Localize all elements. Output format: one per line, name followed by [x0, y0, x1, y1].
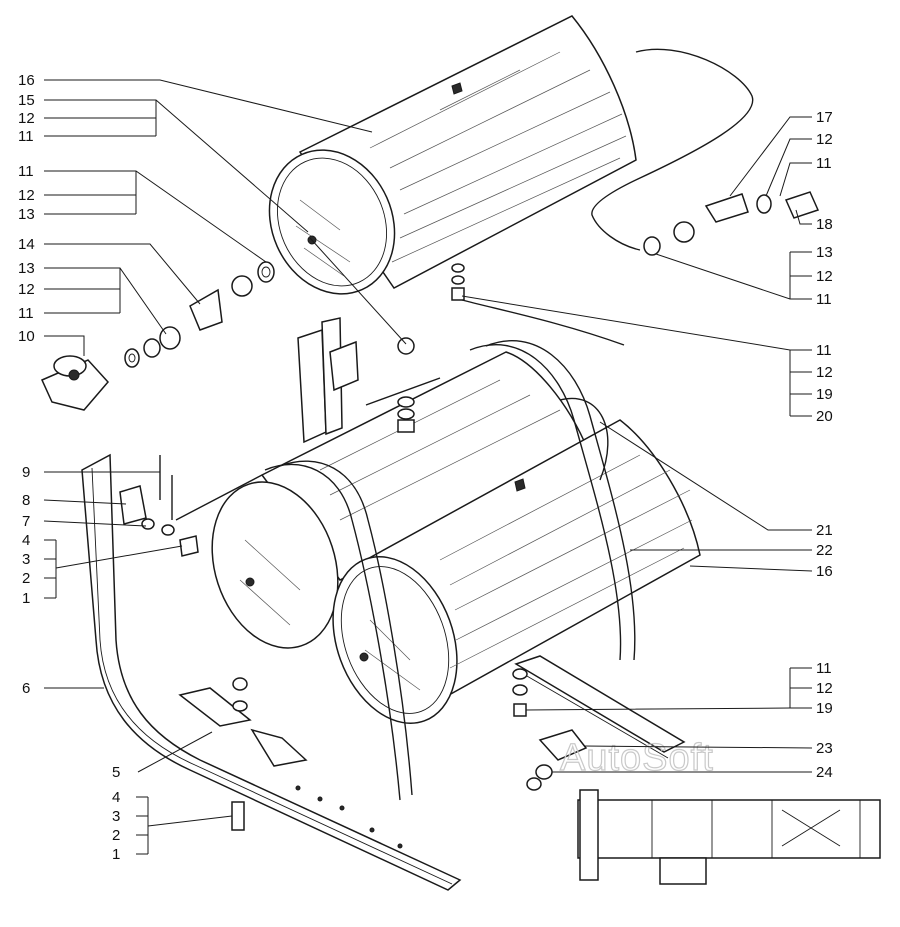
- callout-7: 7: [22, 513, 30, 530]
- small-fittings: [41, 191, 820, 831]
- callout-20: 20: [816, 408, 833, 425]
- leader-lines: [43, 79, 813, 855]
- callout-12-right: 12: [816, 268, 833, 285]
- callout-8: 8: [22, 492, 30, 509]
- callout-21: 21: [816, 522, 833, 539]
- callout-12-second: 12: [18, 187, 35, 204]
- callout-11-right-mid: 11: [816, 342, 832, 359]
- callout-11-second: 11: [18, 163, 34, 180]
- callout-11-bottom-right: 11: [816, 660, 832, 677]
- callout-10: 10: [18, 328, 35, 345]
- callout-12-bottom-right: 12: [816, 680, 833, 697]
- callout-12-third: 12: [18, 281, 35, 298]
- callout-12-right-mid: 12: [816, 364, 833, 381]
- callout-4-bottom: 4: [112, 789, 120, 806]
- watermark: AutoSoft: [560, 737, 714, 779]
- callout-11-right-top: 11: [816, 155, 832, 172]
- callout-18: 18: [816, 216, 833, 233]
- lower-front-air-tank: [332, 419, 701, 724]
- upper-air-tank: [268, 15, 754, 295]
- callout-13-second: 13: [18, 206, 35, 223]
- callout-3-bottom: 3: [112, 808, 120, 825]
- callout-17: 17: [816, 109, 833, 126]
- cross-member: [514, 655, 686, 759]
- callout-11-right: 11: [816, 291, 832, 308]
- callout-1-mid: 1: [22, 590, 30, 607]
- callout-11-third: 11: [18, 305, 34, 322]
- callout-labels: 16 15 12 11 11 12 13 14 13 12 11 10 17 1…: [18, 72, 833, 863]
- frame-bracket: [81, 453, 462, 891]
- callout-4-mid: 4: [22, 532, 30, 549]
- callout-19-bottom-right: 19: [816, 700, 833, 717]
- callout-13-right: 13: [816, 244, 833, 261]
- callout-5: 5: [112, 764, 120, 781]
- vertical-bracket: [297, 317, 359, 444]
- callout-16-top: 16: [18, 72, 35, 89]
- callout-11-top: 11: [18, 128, 34, 145]
- callout-3-mid: 3: [22, 551, 30, 568]
- callout-19-right-mid: 19: [816, 386, 833, 403]
- callout-15: 15: [18, 92, 35, 109]
- callout-2-mid: 2: [22, 570, 30, 587]
- frame-rail: [577, 789, 881, 885]
- callout-12-top: 12: [18, 110, 35, 127]
- callout-22: 22: [816, 542, 833, 559]
- tank-straps: [264, 340, 636, 801]
- callout-14: 14: [18, 236, 35, 253]
- callout-1-bottom: 1: [112, 846, 120, 863]
- callout-2-bottom: 2: [112, 827, 120, 844]
- callout-16-right: 16: [816, 563, 833, 580]
- callout-6: 6: [22, 680, 30, 697]
- callout-12-right-top: 12: [816, 131, 833, 148]
- callout-9: 9: [22, 464, 30, 481]
- callout-13-third: 13: [18, 260, 35, 277]
- callout-23: 23: [816, 740, 833, 757]
- callout-24: 24: [816, 764, 833, 781]
